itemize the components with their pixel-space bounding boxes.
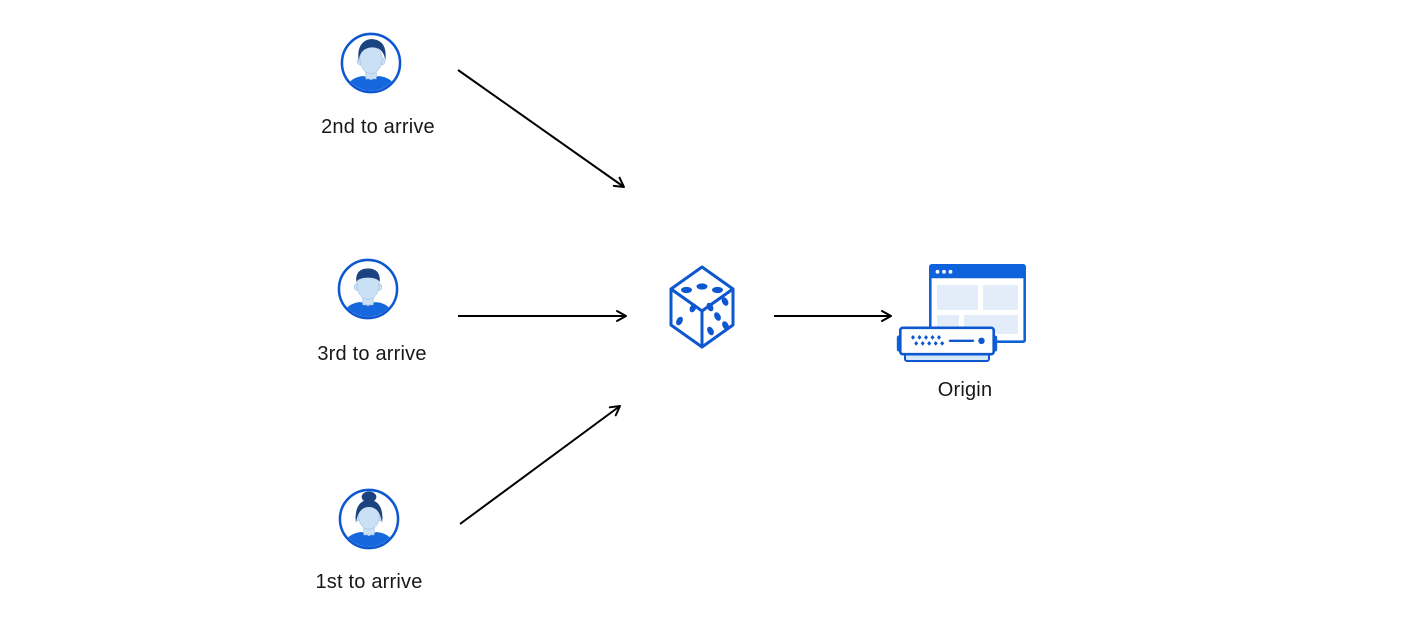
server-indicator-dot [978,337,985,344]
dice-pips-left [676,303,697,326]
origin-server-box [896,326,998,368]
user-avatar-man-flat-hair-icon [337,258,399,320]
arrow-first-to-dice [459,405,621,525]
dice-icon [669,265,735,349]
arrow-second-to-dice [457,69,625,188]
client-first-node [338,488,400,555]
server-vent-dots [911,335,945,346]
client-second-node [340,32,402,99]
dice-node [667,264,737,355]
origin-node [928,263,1027,348]
dice-pips-right [706,297,729,336]
browser-title-bar [930,265,1025,279]
user-avatar-man-swept-hair-icon [340,32,402,94]
user-avatar-woman-bun-icon [338,488,400,550]
client-second-label: 2nd to arrive [321,116,435,138]
dice-pips-top [681,283,723,294]
client-third-label: 3rd to arrive [317,343,427,365]
server-body [899,326,996,356]
browser-window-icon [928,263,1027,344]
client-first-label: 1st to arrive [315,571,423,593]
client-third-node [337,258,399,325]
origin-label: Origin [937,379,993,401]
server-icon [896,326,998,362]
browser-window-dots [935,269,953,274]
